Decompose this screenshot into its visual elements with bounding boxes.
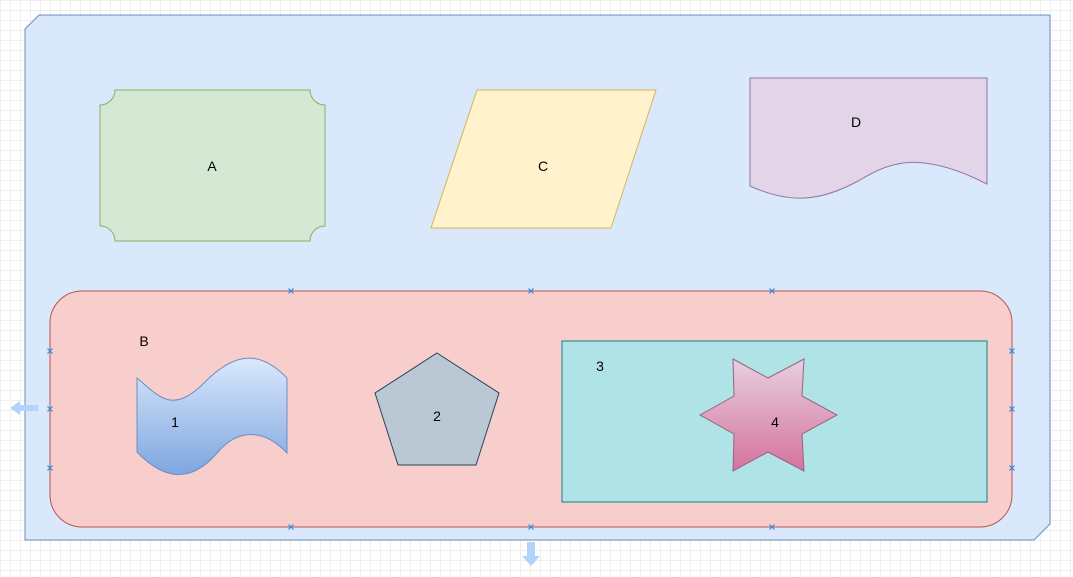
- shape-a-plaque[interactable]: [99, 89, 326, 242]
- shape-c-label: C: [538, 158, 548, 174]
- selection-handle[interactable]: [47, 348, 53, 354]
- selection-handles: [47, 288, 1015, 530]
- selection-handle[interactable]: [1009, 348, 1015, 354]
- selection-handle[interactable]: [528, 524, 534, 530]
- shape-4-star[interactable]: [698, 358, 839, 472]
- shape-c-parallelogram[interactable]: [430, 89, 657, 229]
- selection-handle[interactable]: [1009, 406, 1015, 412]
- selection-handle[interactable]: [1009, 465, 1015, 471]
- shape-4-label: 4: [771, 414, 779, 430]
- selection-handle[interactable]: [769, 524, 775, 530]
- group-b-label: B: [139, 333, 148, 349]
- shape-4[interactable]: 4: [698, 358, 839, 472]
- arrow-left-icon[interactable]: [10, 401, 38, 415]
- selection-handle[interactable]: [288, 288, 294, 294]
- selection-handle[interactable]: [47, 406, 53, 412]
- shape-d[interactable]: D: [749, 77, 988, 199]
- shape-2-label: 2: [433, 408, 441, 424]
- arrow-down-icon[interactable]: [522, 542, 540, 566]
- shape-2[interactable]: 2: [374, 352, 500, 466]
- shape-1-tape[interactable]: [136, 357, 288, 476]
- shape-3-label: 3: [596, 358, 604, 374]
- shape-a-label: A: [207, 158, 217, 174]
- shape-a[interactable]: A: [99, 89, 326, 242]
- selection-handle[interactable]: [47, 465, 53, 471]
- shape-1-label: 1: [171, 414, 179, 430]
- selection-handle[interactable]: [528, 288, 534, 294]
- shape-c[interactable]: C: [430, 89, 657, 229]
- shape-1[interactable]: 1: [136, 357, 288, 476]
- selection-handle[interactable]: [769, 288, 775, 294]
- shape-d-label: D: [851, 114, 861, 130]
- shape-d-document[interactable]: [749, 77, 988, 199]
- selection-handle[interactable]: [288, 524, 294, 530]
- shape-2-pentagon[interactable]: [374, 352, 500, 466]
